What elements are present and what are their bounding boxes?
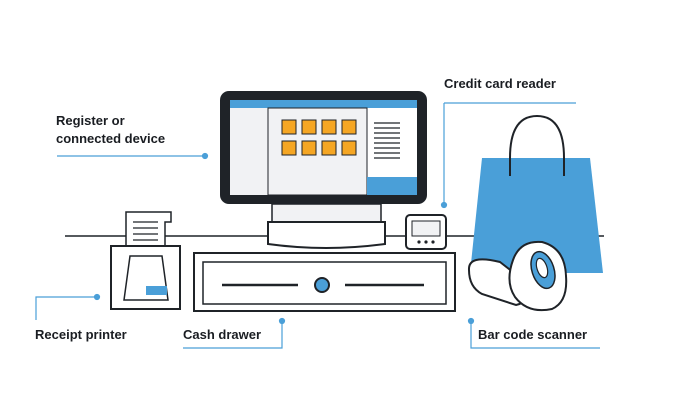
label-bar-code-scanner: Bar code scanner: [478, 327, 588, 342]
leader-cash-drawer: [183, 317, 286, 349]
leader-credit-card: [440, 102, 576, 209]
label-register-line1: Register or: [56, 113, 125, 128]
card-reader-icon: [405, 214, 447, 250]
barcode-scanner-icon: [467, 240, 568, 312]
pos-monitor-icon: [220, 91, 427, 249]
receipt-printer-icon: [110, 211, 181, 310]
leader-receipt-printer: [35, 293, 101, 320]
order-list-lines: [374, 122, 400, 159]
product-tiles: [281, 119, 357, 156]
label-credit-card-reader: Credit card reader: [444, 76, 556, 91]
leader-bar-code: [467, 317, 600, 349]
label-register-line2: connected device: [56, 131, 166, 146]
cash-drawer-icon: [193, 252, 456, 312]
label-cash-drawer: Cash drawer: [183, 327, 262, 342]
label-receipt-printer: Receipt printer: [35, 327, 127, 342]
leader-lines: [35, 102, 600, 349]
leader-register: [57, 152, 209, 160]
shopping-bag-icon: [470, 114, 603, 273]
